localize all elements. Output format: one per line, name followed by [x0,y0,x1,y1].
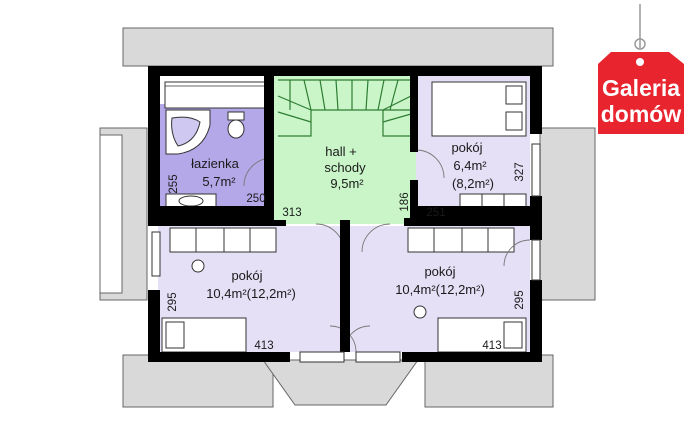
dim-small-width: 251 [426,207,445,219]
logo-line2: domów [601,101,682,127]
shower-icon [164,81,266,109]
lamp-icon [191,259,205,273]
sink-icon [165,193,217,209]
left-room-name: pokój [231,268,262,283]
dim-left-height: 295 [167,292,179,311]
dim-right-width: 413 [482,340,501,352]
bed-icon [437,317,527,353]
dim-hall-height: 186 [399,192,411,211]
dim-small-height: 327 [514,162,526,181]
bathroom-name: łazienka [191,156,239,171]
logo-line1: Galeria [602,75,680,101]
roof-outline [99,27,596,408]
wardrobe-icon [407,227,515,253]
wall [148,66,542,362]
hall-name: hall + [325,144,356,159]
bed-icon [431,81,527,137]
hall-area: 9,5m² [330,176,364,191]
small-room-area-total: (8,2m²) [452,176,494,191]
roof-wall-left [99,134,123,294]
right-room-name: pokój [424,264,455,279]
toilet-icon [227,111,245,139]
small-room-area: 6,4m² [453,158,487,173]
lamp-icon [413,305,427,319]
dim-bath-width: 250 [246,193,265,205]
dim-bath-height: 255 [168,174,180,193]
bathroom-area: 5,7m² [202,174,236,189]
dim-hall-width: 313 [282,207,301,219]
galeria-domow-logo: Galeria domów [598,4,684,134]
window [151,143,541,363]
small-room-name: pokój [451,140,482,155]
dim-right-height: 295 [514,290,526,309]
dim-left-width: 413 [254,340,273,352]
bed-icon [161,317,247,353]
left-room-area: 10,4m²(12,2m²) [206,286,296,301]
right-room-area: 10,4m²(12,2m²) [395,282,485,297]
bathtub-icon [165,109,211,155]
hall-name-line2: schody [324,160,366,175]
wardrobe-icon [169,227,277,253]
